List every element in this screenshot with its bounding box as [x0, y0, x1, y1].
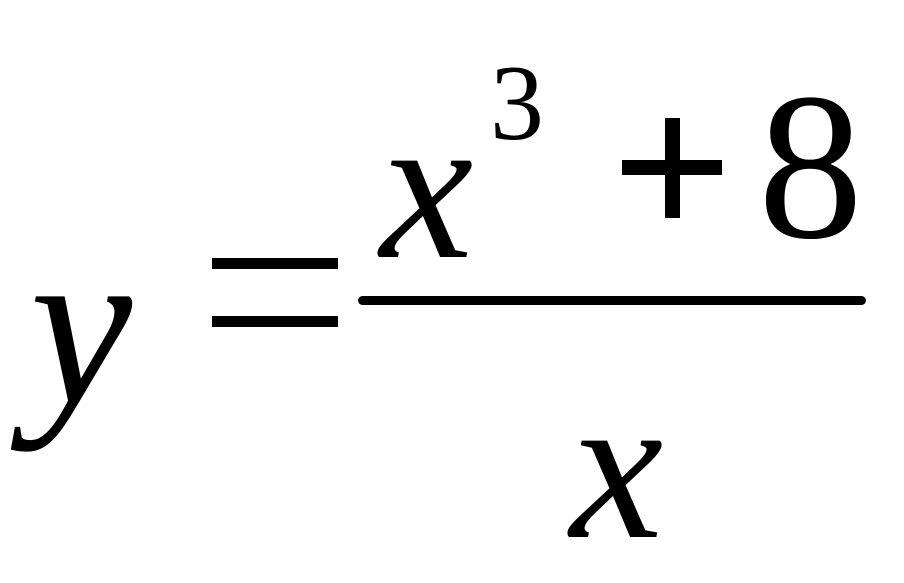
numerator-exponent: 3	[490, 44, 544, 163]
equals-bar-bottom	[212, 316, 338, 327]
plus-bar-vertical	[665, 118, 680, 218]
equals-bar-top	[212, 258, 338, 269]
numerator-variable: x	[380, 71, 474, 303]
denominator-variable: x	[570, 351, 664, 583]
plus-sign	[622, 118, 722, 218]
fraction-bar	[358, 296, 866, 305]
equals-sign	[212, 258, 338, 328]
lhs-variable: y	[30, 197, 133, 452]
formula: y x 3 8 x	[30, 44, 866, 572]
numerator-constant: 8	[758, 51, 863, 283]
